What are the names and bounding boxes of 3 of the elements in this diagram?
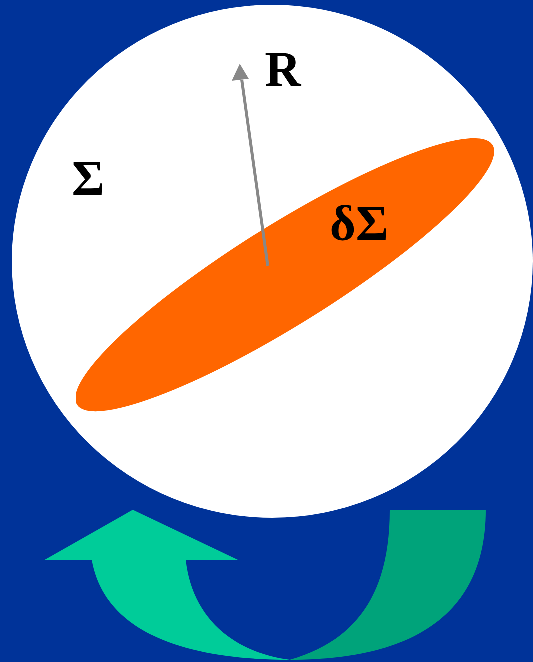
symbol-label: δΣ: [330, 198, 389, 248]
vector-label: R: [265, 44, 302, 94]
symbol-label: Σ: [72, 153, 105, 203]
